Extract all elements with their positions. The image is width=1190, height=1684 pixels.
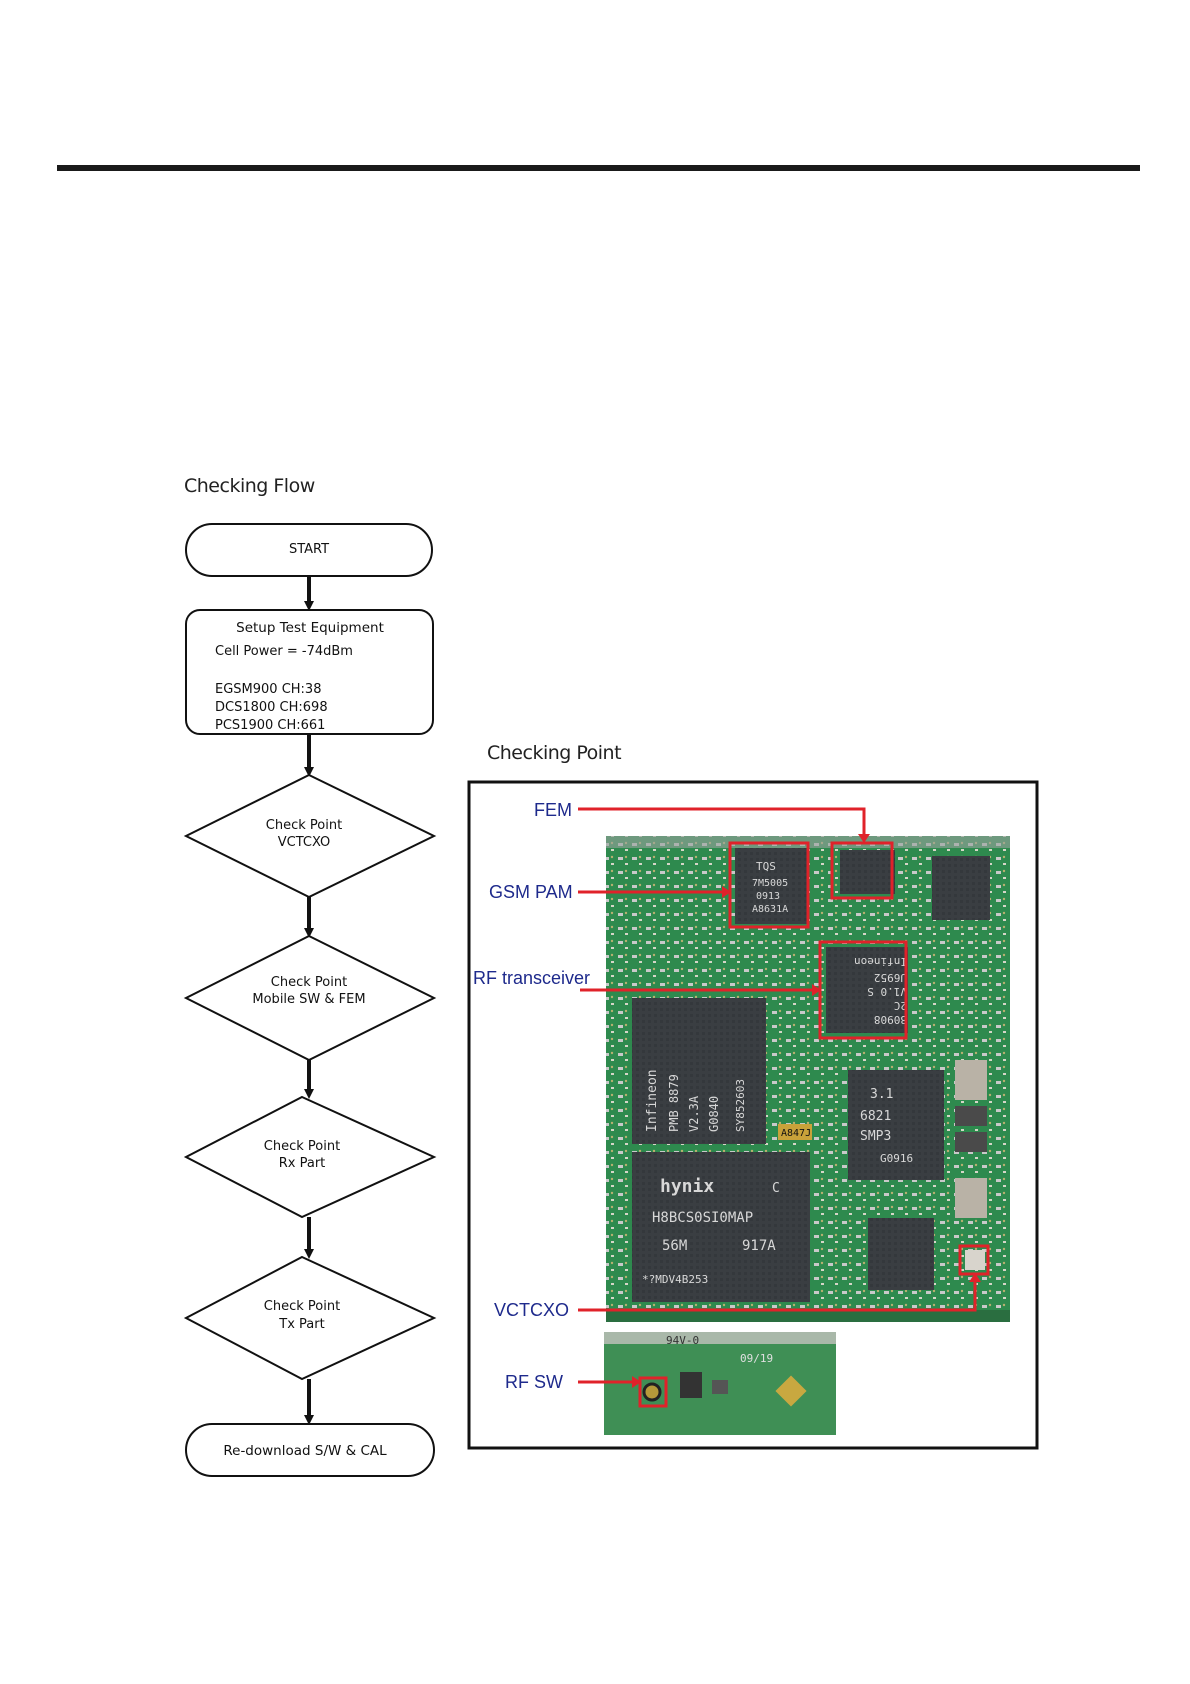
svg-text:U6952: U6952 bbox=[874, 971, 907, 984]
svg-text:V1.0 S: V1.0 S bbox=[867, 985, 907, 998]
chip-memory-text-5: 917A bbox=[742, 1238, 776, 1254]
chip-rf-transceiver bbox=[826, 947, 908, 1033]
callout-line-fem bbox=[578, 807, 866, 840]
start-label: START bbox=[289, 542, 329, 557]
end-label: Re-download S/W & CAL bbox=[223, 1443, 387, 1459]
chip-memory-text-6: *?MDV4B253 bbox=[642, 1273, 708, 1286]
decision-rx-part-line1: Check Point bbox=[264, 1139, 340, 1154]
chip-pam-text-3: 0913 bbox=[756, 891, 780, 902]
svg-text:PMB 8879: PMB 8879 bbox=[667, 1074, 681, 1132]
decision-tx-part bbox=[183, 1255, 437, 1381]
rf-sw-connector bbox=[642, 1382, 662, 1402]
svg-text:2C: 2C bbox=[894, 999, 907, 1012]
svg-text:V2.3A: V2.3A bbox=[687, 1095, 701, 1132]
svg-text:G0840: G0840 bbox=[707, 1096, 721, 1132]
decision-vctcxo-line1: Check Point bbox=[266, 818, 342, 833]
decision-tx-part-line1: Check Point bbox=[264, 1299, 340, 1314]
board-label-2: 09/19 bbox=[740, 1352, 773, 1365]
label-rf-transceiver: RF transceiver bbox=[473, 968, 590, 988]
setup-title: Setup Test Equipment bbox=[236, 620, 384, 636]
chip-small-text: A847J bbox=[781, 1128, 811, 1139]
label-gsm-pam: GSM PAM bbox=[489, 882, 573, 902]
svg-text:Infineon: Infineon bbox=[645, 1069, 660, 1132]
vctcxo-component bbox=[965, 1250, 985, 1270]
chip-small bbox=[778, 1124, 812, 1140]
label-vctcxo: VCTCXO bbox=[494, 1300, 569, 1320]
chip-pam-text-1: TQS bbox=[756, 860, 776, 873]
chip-fem bbox=[840, 850, 895, 894]
chip-lower-right bbox=[868, 1218, 934, 1290]
setup-ch-egsm: EGSM900 CH:38 bbox=[215, 682, 321, 697]
decision-mobile-sw-fem-line1: Check Point bbox=[271, 975, 347, 990]
chip-baseband-marking: Infineon PMB 8879 V2.3A G0840 SY852603 bbox=[645, 1069, 747, 1132]
setup-ch-pcs: PCS1900 CH:661 bbox=[215, 718, 325, 733]
highlight-vctcxo bbox=[958, 1244, 990, 1276]
chip-transceiver-marking: 80908 2C V1.0 S U6952 Infineon bbox=[854, 955, 907, 1026]
label-fem: FEM bbox=[534, 800, 572, 820]
decision-rx-part-line2: Rx Part bbox=[279, 1156, 326, 1171]
chip-memory-text-4: 56M bbox=[662, 1238, 687, 1254]
chip-pmu-text-4: G0916 bbox=[880, 1152, 913, 1165]
chip-gsm-pam bbox=[735, 848, 807, 924]
label-rf-sw: RF SW bbox=[505, 1372, 563, 1392]
pcb-photo-rf-sw: 94V-0 09/19 bbox=[604, 1332, 836, 1435]
highlight-fem bbox=[830, 841, 894, 900]
board-label-1: 94V-0 bbox=[666, 1334, 699, 1347]
chip-pmu-text-2: 6821 bbox=[860, 1109, 891, 1124]
chip-memory-text-2: C bbox=[772, 1181, 780, 1196]
chip-pmu-text-1: 3.1 bbox=[870, 1087, 893, 1102]
highlight-gsm-pam bbox=[728, 841, 810, 929]
chip-memory bbox=[632, 1152, 810, 1302]
svg-text:Infineon: Infineon bbox=[854, 955, 907, 968]
checking-flow-title: Checking Flow bbox=[184, 475, 315, 497]
checking-point-panel: TQS 7M5005 0913 A8631A 80908 2C V1.0 S U… bbox=[467, 780, 1039, 1450]
chip-pmu bbox=[848, 1070, 944, 1180]
chip-pam-text-4: A8631A bbox=[752, 904, 788, 915]
chip-memory-text-1: hynix bbox=[660, 1176, 714, 1197]
chip-avago bbox=[932, 856, 990, 920]
chip-pmu-text-3: SMP3 bbox=[860, 1129, 891, 1144]
chip-memory-text-3: H8BCS0SI0MAP bbox=[652, 1210, 753, 1226]
highlight-rf-sw bbox=[638, 1376, 668, 1408]
checking-point-title: Checking Point bbox=[487, 742, 622, 764]
header-rule bbox=[57, 165, 1140, 171]
svg-text:SY852603: SY852603 bbox=[734, 1079, 747, 1132]
svg-text:80908: 80908 bbox=[874, 1013, 907, 1026]
decision-rx-part bbox=[183, 1095, 437, 1219]
end-terminal bbox=[185, 1423, 435, 1477]
decision-mobile-sw-fem-line2: Mobile SW & FEM bbox=[252, 992, 365, 1007]
setup-cell-power: Cell Power = -74dBm bbox=[215, 644, 353, 659]
flowchart: START Setup Test Equipment Cell Power = … bbox=[183, 523, 437, 1477]
decision-vctcxo-line2: VCTCXO bbox=[278, 835, 331, 850]
chip-pam-text-2: 7M5005 bbox=[752, 878, 788, 889]
setup-ch-dcs: DCS1800 CH:698 bbox=[215, 700, 328, 715]
callout-line-vctcxo bbox=[578, 1276, 977, 1312]
decision-tx-part-line2: Tx Part bbox=[278, 1317, 324, 1332]
chip-baseband bbox=[632, 998, 766, 1144]
